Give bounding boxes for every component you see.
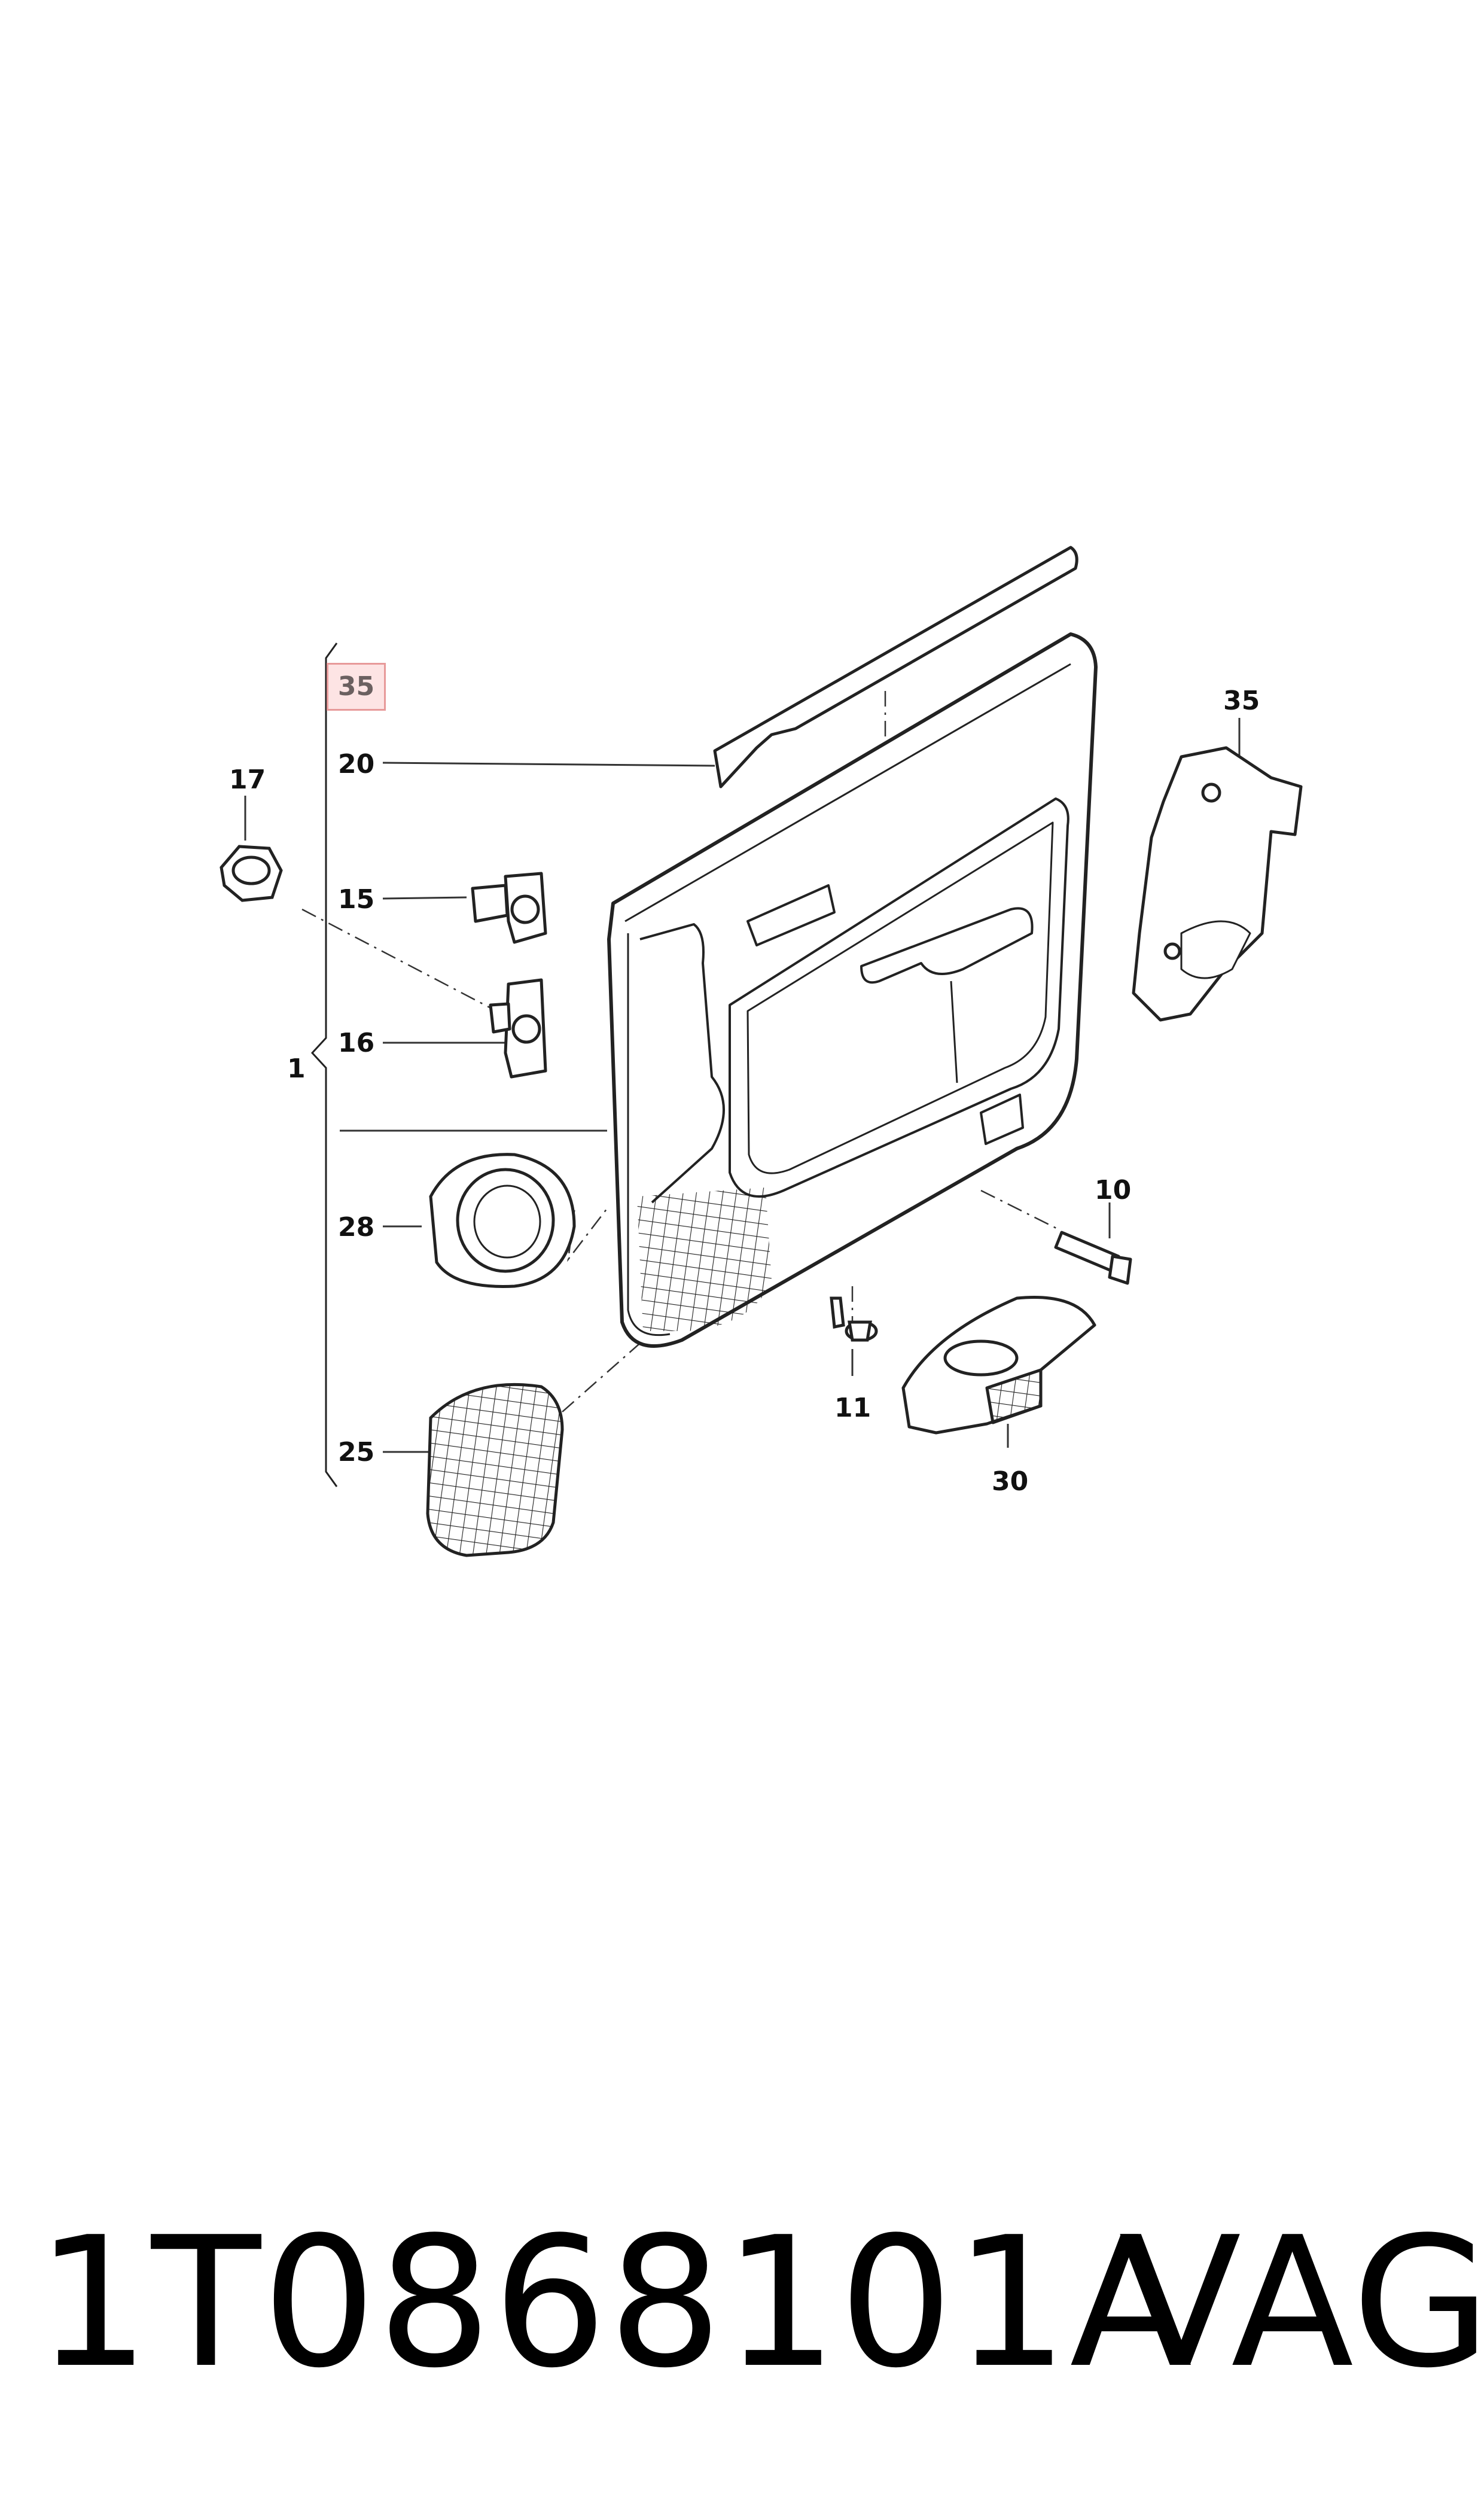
brand-name: VAG xyxy=(1119,2199,1484,2407)
leader-lines xyxy=(244,718,1241,1453)
mesh-panel-25 xyxy=(426,1383,564,1557)
speaker-28 xyxy=(429,1153,576,1288)
callout-30: 30 xyxy=(992,1466,1029,1497)
group-bracket xyxy=(310,643,338,1487)
callout-10: 10 xyxy=(1095,1175,1132,1205)
callout-20: 20 xyxy=(338,749,375,780)
door-pocket-30 xyxy=(901,1295,1096,1435)
clip-15 xyxy=(471,872,547,944)
callout-15: 15 xyxy=(338,884,375,915)
screw-10 xyxy=(1054,1231,1132,1285)
part-number: 1T0868101A xyxy=(36,2199,1194,2407)
callout-35: 35 xyxy=(1223,686,1260,716)
nut-17 xyxy=(220,845,283,902)
rivet-11 xyxy=(830,1296,878,1342)
callout-17: 17 xyxy=(229,765,266,795)
backing-panel-35 xyxy=(1132,746,1303,1022)
callout-25: 25 xyxy=(338,1437,375,1467)
callout-16: 16 xyxy=(338,1028,375,1058)
highlighted-callout-label: 35 xyxy=(337,671,375,702)
callout-1: 1 xyxy=(287,1054,306,1084)
door-trim-panel-1 xyxy=(607,632,1098,1348)
window-seal-strip-20 xyxy=(713,546,1078,788)
highlighted-callout-35: 35 xyxy=(327,663,386,711)
callout-28: 28 xyxy=(338,1212,375,1243)
callout-11: 11 xyxy=(834,1393,871,1423)
clip-16 xyxy=(489,978,547,1079)
